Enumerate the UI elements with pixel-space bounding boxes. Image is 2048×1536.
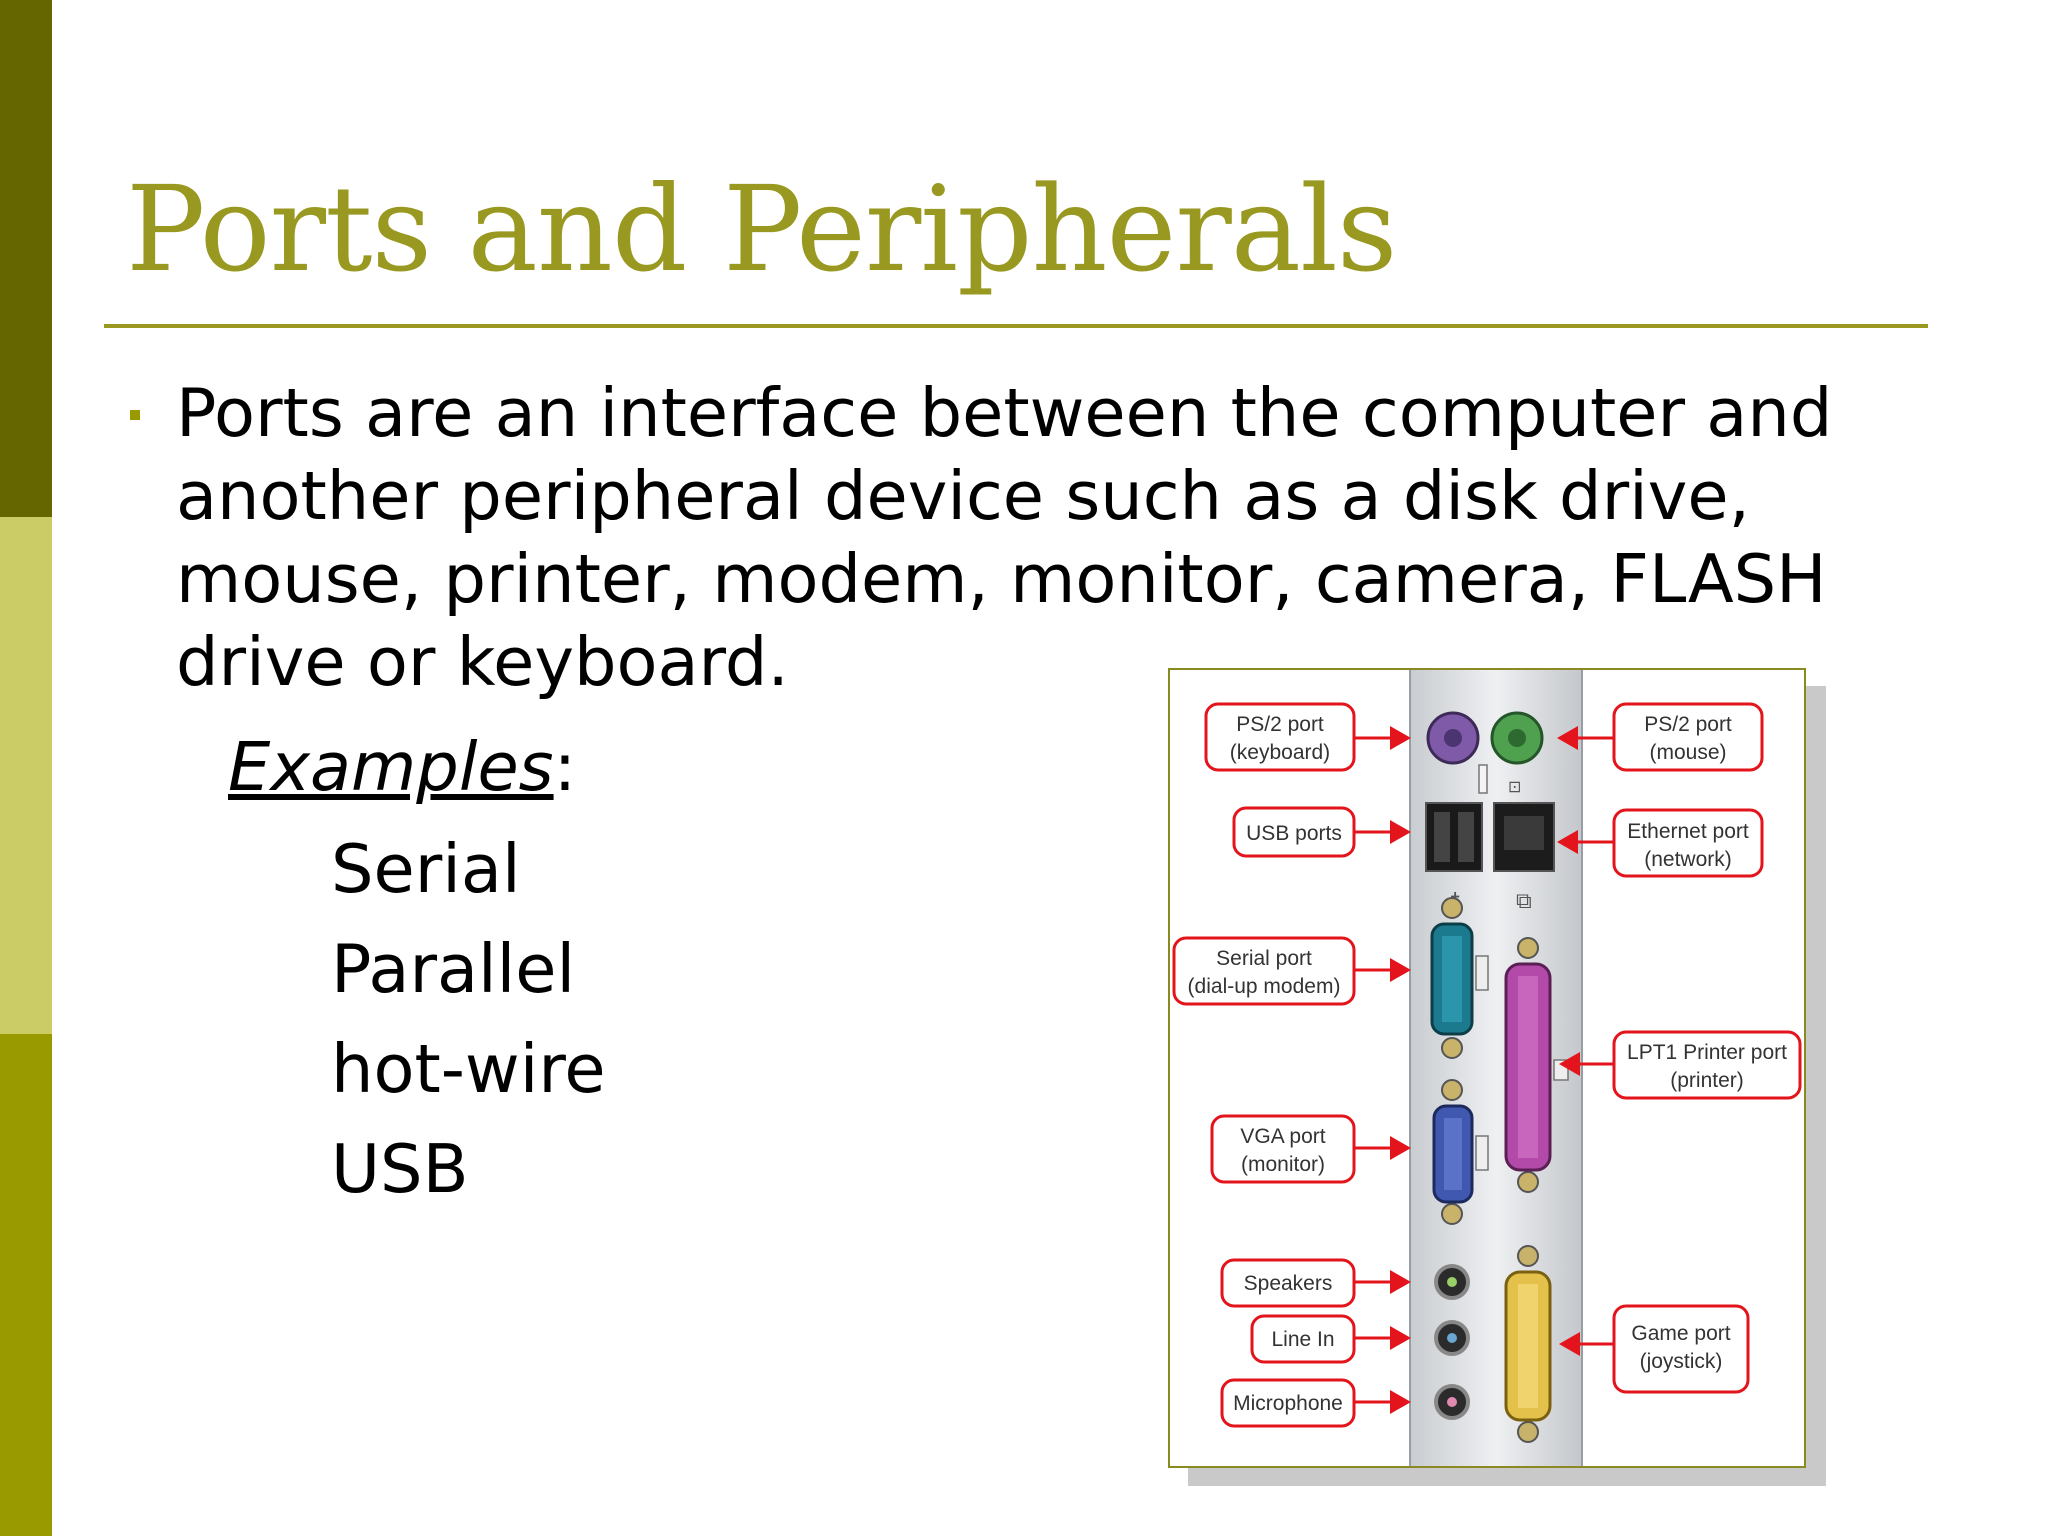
label-lpt1-2: (printer) (1670, 1069, 1744, 1092)
sidebar-band-dark (0, 0, 52, 517)
sidebar-band-light (0, 517, 52, 1034)
label-serial-1: Serial port (1216, 947, 1312, 970)
title-underline (104, 324, 1928, 328)
bullet-square-icon (130, 410, 140, 420)
examples-colon: : (553, 728, 577, 806)
label-game-1: Game port (1631, 1322, 1730, 1345)
label-box-game (1612, 1304, 1750, 1394)
example-item: USB (331, 1130, 469, 1208)
label-ethernet-2: (network) (1644, 848, 1732, 871)
parallel-port-icon (1504, 937, 1552, 1193)
label-serial-2: (dial-up modem) (1188, 975, 1341, 998)
vga-port-icon (1432, 1079, 1474, 1225)
svg-text:⊡: ⊡ (1508, 777, 1521, 796)
bullet-text: Ports are an interface between the compu… (176, 374, 1833, 701)
game-port-icon (1504, 1245, 1552, 1443)
label-ethernet-1: Ethernet port (1627, 820, 1749, 843)
label-vga-2: (monitor) (1241, 1153, 1325, 1176)
label-usb: USB ports (1246, 822, 1342, 845)
ps2-keyboard-port-icon (1426, 711, 1480, 765)
ps2-mouse-port-icon (1490, 711, 1544, 765)
ethernet-port-icon (1493, 802, 1555, 872)
label-microphone: Microphone (1233, 1392, 1343, 1415)
label-lpt1-1: LPT1 Printer port (1627, 1041, 1787, 1064)
label-ps2-mouse-1: PS/2 port (1644, 713, 1732, 736)
sidebar-accent (0, 0, 52, 1536)
example-item: Serial (331, 830, 521, 908)
usb-ports-icon (1425, 802, 1483, 872)
example-item: hot-wire (331, 1030, 606, 1108)
label-ps2-mouse-2: (mouse) (1649, 741, 1726, 764)
example-item: Parallel (331, 930, 576, 1008)
label-line-in: Line In (1271, 1328, 1334, 1351)
slide-title: Ports and Peripherals (126, 160, 1397, 298)
label-ps2-keyboard-2: (keyboard) (1230, 741, 1330, 764)
examples-heading: Examples: (228, 726, 576, 809)
svg-text:⧉: ⧉ (1516, 889, 1532, 914)
examples-list: Serial Parallel hot-wire USB (331, 819, 606, 1219)
label-speakers: Speakers (1244, 1272, 1333, 1295)
label-ps2-keyboard-1: PS/2 port (1236, 713, 1324, 736)
ports-diagram-svg: ⊡ ⇟ ⧉ (1172, 670, 1802, 1466)
label-vga-1: VGA port (1240, 1125, 1325, 1148)
sidebar-band-mid (0, 1034, 52, 1536)
microphone-jack-icon (1434, 1384, 1470, 1420)
line-in-jack-icon (1434, 1320, 1470, 1356)
ports-diagram: ⊡ ⇟ ⧉ (1168, 668, 1806, 1468)
serial-port-icon (1430, 897, 1474, 1059)
speakers-jack-icon (1434, 1264, 1470, 1300)
examples-label: Examples (228, 728, 554, 806)
label-game-2: (joystick) (1640, 1350, 1723, 1373)
